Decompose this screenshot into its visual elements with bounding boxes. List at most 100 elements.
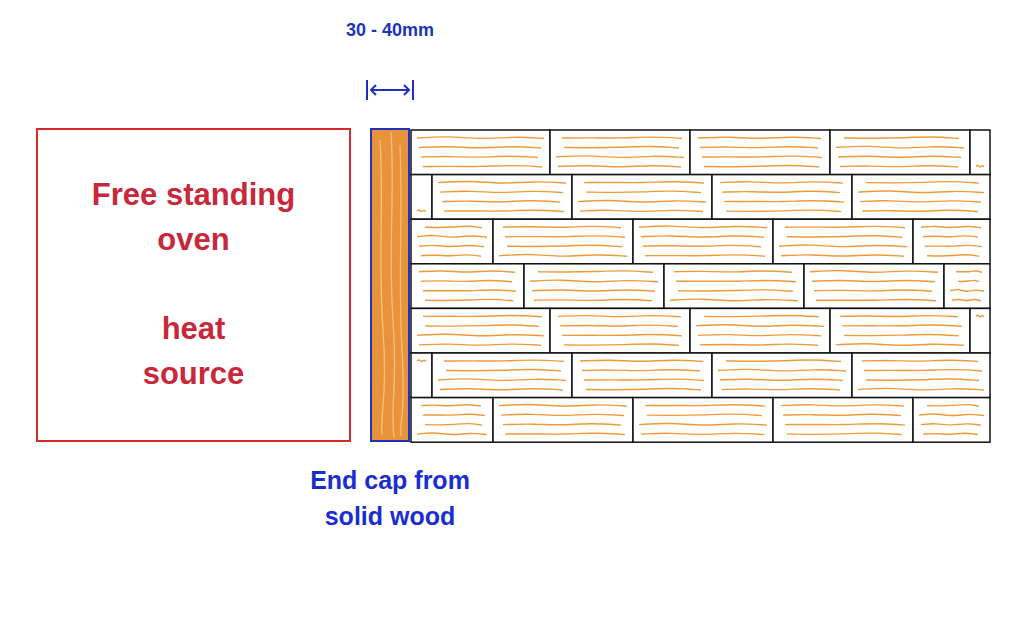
wood-grain	[726, 210, 841, 211]
wood-grain	[639, 226, 767, 228]
wood-grain	[700, 147, 818, 148]
floor-board	[493, 398, 633, 443]
wood-grain	[787, 236, 902, 237]
wood-grain	[952, 300, 981, 301]
wood-grain	[950, 290, 984, 292]
floor-board	[411, 219, 493, 264]
wood-grain	[417, 360, 426, 362]
wood-grain	[919, 414, 984, 416]
end-cap-wood	[370, 128, 410, 442]
wood-grain	[562, 335, 682, 336]
node-text: Free standing oven	[74, 173, 314, 263]
wood-grain	[858, 191, 984, 193]
wood-grain	[440, 389, 563, 390]
wood-grain	[444, 210, 564, 211]
wood-grain	[562, 137, 682, 138]
wood-grain	[421, 255, 481, 256]
wood-grain	[866, 182, 979, 183]
wood-grain	[923, 433, 978, 434]
floor-board	[773, 398, 913, 443]
wood-grain	[505, 433, 625, 434]
wood-grain	[927, 255, 979, 256]
wood-grain	[779, 245, 907, 247]
wood-grain	[842, 325, 962, 326]
wood-grain	[417, 334, 544, 336]
wood-grain	[580, 210, 703, 211]
wood-grain	[814, 290, 932, 291]
wood-grain	[840, 316, 958, 317]
wood-grain	[641, 236, 764, 237]
wood-grain	[921, 226, 981, 227]
wood-grain	[923, 236, 978, 237]
wood-grain	[724, 201, 844, 202]
wood-grain	[925, 245, 982, 246]
floor-board	[633, 219, 773, 264]
part-label: End cap from solid wood	[305, 462, 475, 535]
wood-grain	[641, 433, 764, 434]
wood-grain	[421, 156, 538, 157]
wood-grain	[564, 147, 679, 148]
floor-board	[411, 308, 550, 353]
wood-grain	[785, 424, 905, 425]
wood-grain	[507, 245, 622, 246]
floor-board	[524, 264, 664, 309]
floor-board	[664, 264, 804, 309]
wood-grain	[440, 191, 563, 192]
wood-grain	[421, 405, 481, 406]
wood-grain	[720, 379, 843, 380]
wood-grain	[840, 166, 958, 167]
wood-grain	[643, 245, 761, 246]
wood-grain	[927, 405, 979, 406]
wood-grain	[425, 424, 482, 425]
wood-grain	[578, 200, 706, 202]
wood-grain	[726, 360, 841, 361]
wood-grain	[860, 201, 981, 202]
wood-grain	[647, 414, 762, 415]
floor-board	[550, 130, 690, 175]
wood-grain	[838, 156, 961, 157]
wood-grain	[586, 191, 701, 192]
wood-grain	[844, 137, 959, 138]
dimension-label: 30 - 40mm	[346, 20, 434, 41]
wood-grain	[704, 315, 819, 316]
wood-grain	[645, 255, 765, 256]
wood-grain	[816, 299, 936, 300]
floor-board	[411, 264, 524, 309]
wood-grain	[670, 299, 798, 301]
floor-board	[550, 308, 690, 353]
floor-board	[411, 353, 432, 398]
wood-grain	[417, 137, 544, 139]
wood-grain	[417, 210, 426, 212]
wood-grain	[444, 360, 564, 361]
wood-grain	[720, 182, 843, 183]
floor-board	[690, 130, 830, 175]
wood-grain	[976, 315, 984, 317]
wood-grain	[438, 181, 566, 183]
floor-board	[572, 353, 712, 398]
wood-grain	[781, 255, 904, 256]
floor-board	[830, 308, 970, 353]
wood-grain	[534, 299, 652, 300]
wood-grain	[419, 271, 515, 272]
wood-grain	[678, 290, 793, 291]
floor-board	[913, 219, 990, 264]
wood-grain	[722, 389, 840, 390]
floor-board	[852, 353, 990, 398]
wood-grain	[580, 360, 703, 361]
wood-grain	[584, 379, 704, 380]
wood-grain	[505, 236, 625, 237]
wood-grain	[419, 344, 541, 345]
wood-grain	[417, 433, 487, 435]
wood-grain	[558, 316, 681, 317]
floor-board	[690, 308, 830, 353]
floor-board	[804, 264, 944, 309]
wood-grain	[700, 344, 818, 345]
wood-grain	[499, 404, 627, 406]
wood-grain	[417, 236, 487, 238]
node-text: heat source	[129, 307, 259, 397]
floor-board	[633, 398, 773, 443]
wood-grain	[696, 325, 824, 327]
heat-source-box: Free standing oven heat source	[36, 128, 351, 442]
